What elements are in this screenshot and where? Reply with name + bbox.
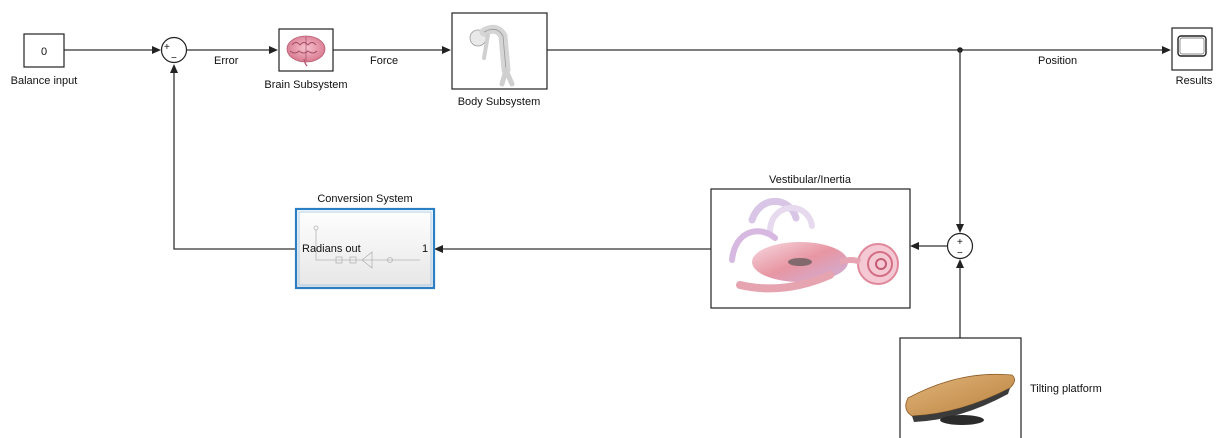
vestibular-label: Vestibular/Inertia (769, 174, 852, 186)
arrowhead (910, 242, 919, 250)
conversion-system-label: Conversion System (317, 193, 412, 205)
tilting-platform-label: Tilting platform (1030, 383, 1102, 395)
arrowhead (434, 245, 443, 253)
stooped-figure-icon (469, 24, 515, 87)
signal-label-force: Force (370, 55, 398, 67)
sum-sign-plus: + (957, 237, 963, 248)
balance-board-icon (905, 373, 1015, 425)
vestibular-inertia-block[interactable] (710, 188, 911, 309)
brain-icon (286, 35, 326, 67)
signal-label-error: Error (214, 55, 239, 67)
inner-ear-icon (729, 198, 899, 293)
arrowhead (170, 64, 178, 73)
results-label: Results (1176, 75, 1213, 87)
signal-line-feedback[interactable] (173, 73, 297, 250)
signal-label-position: Position (1038, 55, 1077, 67)
brain-subsystem-block[interactable] (278, 28, 334, 72)
conversion-port-number: 1 (422, 243, 428, 255)
sum-sign-minus: − (957, 248, 963, 259)
conversion-inner-label: Radians out (302, 243, 361, 255)
sum-block-top[interactable]: + − (160, 36, 188, 65)
brain-subsystem-label: Brain Subsystem (264, 79, 347, 91)
subsystem-preview-icon (313, 225, 420, 269)
results-scope-block[interactable] (1171, 27, 1213, 71)
scope-icon (1177, 35, 1207, 57)
constant-value: 0 (41, 46, 47, 58)
body-subsystem-block[interactable] (451, 12, 548, 90)
arrowhead (269, 46, 278, 54)
conversion-system-block[interactable]: Radians out 1 (294, 207, 436, 290)
balance-input-label: Balance input (11, 75, 78, 87)
arrowhead (442, 46, 451, 54)
arrowhead (1162, 46, 1171, 54)
arrowhead (956, 259, 964, 268)
sum-sign-plus: + (164, 42, 170, 53)
body-subsystem-label: Body Subsystem (458, 96, 541, 108)
balance-input-block[interactable]: 0 (23, 33, 65, 68)
sum-block-right[interactable]: + − (946, 232, 974, 260)
arrowhead (956, 224, 964, 233)
tilting-platform-block[interactable] (899, 337, 1022, 438)
sum-sign-minus: − (171, 53, 177, 64)
arrowhead (152, 46, 161, 54)
